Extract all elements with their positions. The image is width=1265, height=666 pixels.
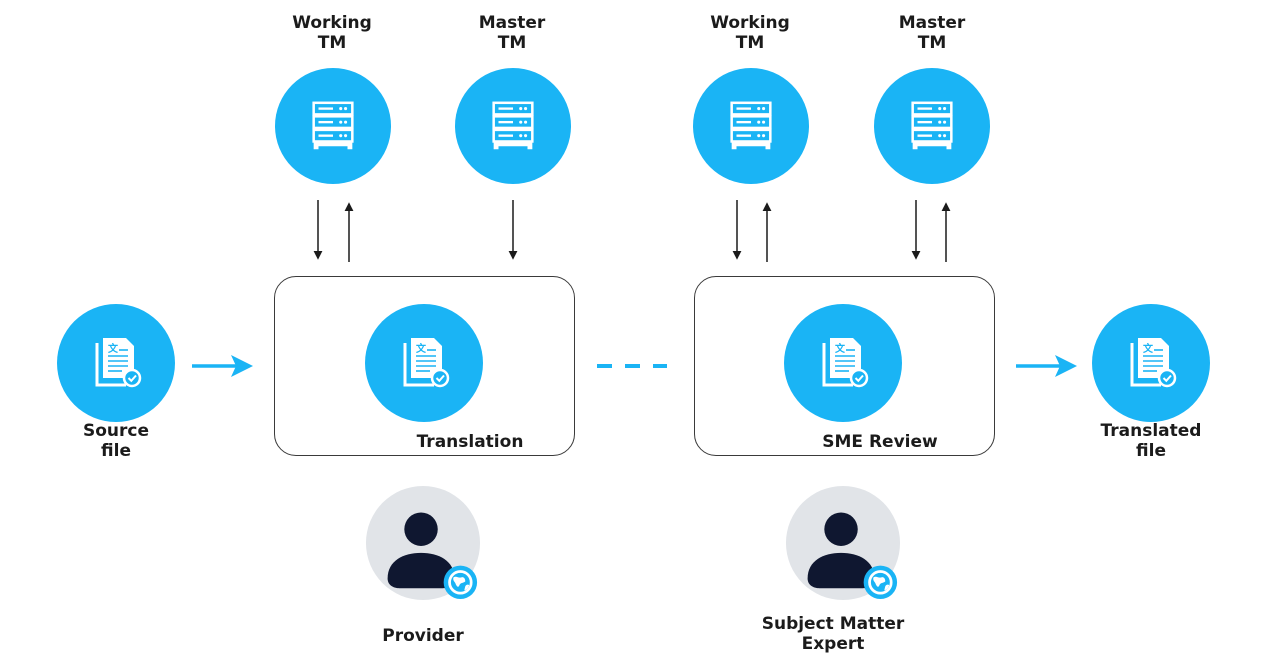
translated-file-label: Translated file: [1100, 421, 1202, 461]
sme-review-step-label: SME Review: [822, 432, 938, 452]
sme-label: Subject Matter Expert: [761, 614, 905, 654]
user-globe-icon: [364, 484, 482, 602]
master-tm-1-label: Master TM: [478, 13, 546, 53]
working-tm-1-label: Working TM: [292, 13, 372, 53]
provider-label: Provider: [382, 626, 464, 646]
source-file-node: [57, 304, 175, 422]
user-globe-icon: [784, 484, 902, 602]
provider-avatar: [364, 484, 482, 602]
arrow-sme-review-to-translated-head: [1055, 355, 1077, 377]
master-tm-2-node: [874, 68, 990, 184]
master-tm-2-label: Master TM: [898, 13, 966, 53]
translation-step-label: Translation: [416, 432, 524, 452]
sme-avatar: [784, 484, 902, 602]
translation-step-node: [365, 304, 483, 422]
source-file-label: Source file: [82, 421, 150, 461]
sme-review-step-node: [784, 304, 902, 422]
master-tm-1-node: [455, 68, 571, 184]
arrow-source-to-translation-head: [231, 355, 253, 377]
flow-arrows: [192, 355, 1077, 377]
working-tm-1-node: [275, 68, 391, 184]
tm-arrows: [313, 200, 951, 262]
working-tm-2-label: Working TM: [710, 13, 790, 53]
working-tm-2-node: [693, 68, 809, 184]
translated-file-node: [1092, 304, 1210, 422]
